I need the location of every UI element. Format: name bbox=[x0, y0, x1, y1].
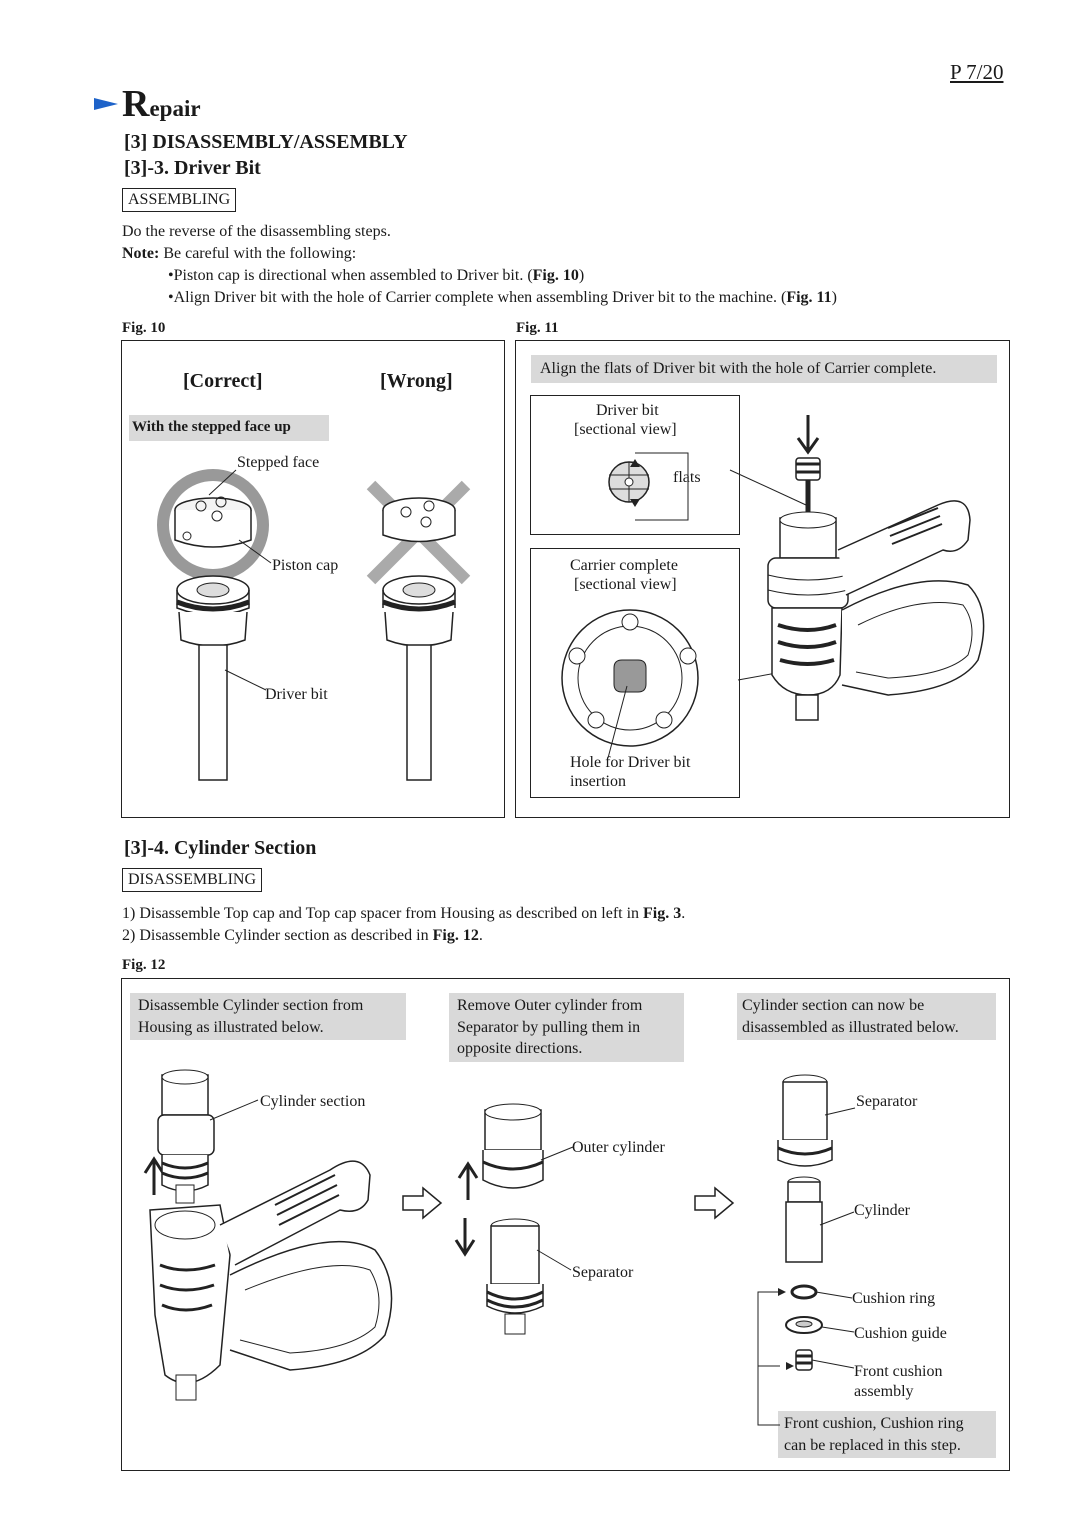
fig11-label: Fig. 11 bbox=[516, 320, 559, 336]
step2-text: 2) Disassemble Cylinder section as descr… bbox=[122, 927, 483, 944]
outer-cylinder-separator-illustration bbox=[454, 1103, 574, 1335]
step1-text: 1) Disassemble Top cap and Top cap space… bbox=[122, 905, 686, 922]
separator-mid-label: Separator bbox=[572, 1264, 634, 1281]
driver-bit-label: Driver bit bbox=[265, 686, 328, 703]
carrier-section-box bbox=[530, 548, 740, 798]
hole-label-line2: insertion bbox=[570, 773, 626, 790]
intro-text: Do the reverse of the disassembling step… bbox=[122, 223, 391, 240]
heading-cylinder-section: [3]-4. Cylinder Section bbox=[124, 837, 317, 859]
fig11-banner: Align the flats of Driver bit with the h… bbox=[531, 355, 997, 383]
heading-driver-bit: [3]-3. Driver Bit bbox=[124, 157, 261, 179]
heading-disassembly-assembly: [3] DISASSEMBLY/ASSEMBLY bbox=[124, 131, 408, 153]
bullet-align-driver-bit: •Align Driver bit with the hole of Carri… bbox=[168, 289, 837, 306]
cylinder-label: Cylinder bbox=[854, 1202, 910, 1219]
stepped-face-banner: With the stepped face up bbox=[129, 415, 329, 441]
outer-cylinder-label: Outer cylinder bbox=[572, 1139, 665, 1156]
bullet-piston-cap: •Piston cap is directional when assemble… bbox=[168, 267, 585, 284]
driver-bit-sectional-illustration bbox=[608, 452, 689, 521]
disassembling-label: DISASSEMBLING bbox=[122, 868, 263, 892]
nailer-cylinder-removal-illustration bbox=[143, 1069, 393, 1401]
separator-right-label: Separator bbox=[856, 1093, 918, 1110]
carrier-sectional-illustration bbox=[561, 609, 699, 759]
wrong-label: [Wrong] bbox=[380, 370, 453, 392]
driver-bit-title: Driver bit bbox=[596, 402, 659, 419]
hollow-arrow-icon bbox=[402, 1186, 443, 1220]
cylinder-parts-exploded-illustration bbox=[757, 1074, 856, 1426]
driver-bit-section-box bbox=[530, 395, 740, 535]
stepped-face-label: Stepped face bbox=[237, 454, 320, 471]
cushion-ring-label: Cushion ring bbox=[852, 1290, 936, 1307]
fig11-frame bbox=[515, 340, 1010, 818]
section-title: Repair bbox=[122, 83, 201, 125]
piston-assembly-correct-illustration bbox=[157, 469, 471, 781]
correct-label: [Correct] bbox=[183, 370, 263, 392]
note-text: Note: Be careful with the following: bbox=[122, 245, 357, 262]
assembling-label: ASSEMBLING bbox=[122, 188, 237, 212]
hole-label-line1: Hole for Driver bit bbox=[570, 754, 691, 771]
flats-label: flats bbox=[673, 469, 701, 486]
driver-bit-subtitle: [sectional view] bbox=[574, 421, 677, 438]
fig10-label: Fig. 10 bbox=[122, 320, 166, 336]
triangle-arrow-icon bbox=[94, 98, 118, 110]
cylinder-section-label: Cylinder section bbox=[260, 1093, 366, 1110]
piston-cap-label: Piston cap bbox=[272, 557, 339, 574]
page-number: P 7/20 bbox=[950, 60, 1004, 84]
carrier-subtitle: [sectional view] bbox=[574, 576, 677, 593]
fig12-label: Fig. 12 bbox=[122, 957, 166, 973]
fig10-frame bbox=[121, 340, 505, 818]
hollow-arrow-icon bbox=[694, 1186, 735, 1220]
carrier-title: Carrier complete bbox=[570, 557, 678, 574]
cushion-guide-label: Cushion guide bbox=[854, 1325, 947, 1342]
fig12-frame bbox=[121, 978, 1010, 1471]
nailer-with-driver-bit-illustration bbox=[729, 415, 985, 721]
